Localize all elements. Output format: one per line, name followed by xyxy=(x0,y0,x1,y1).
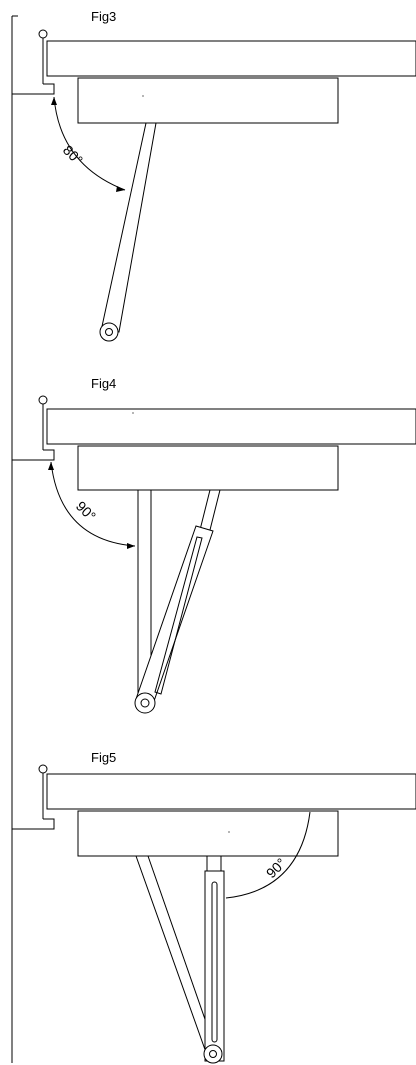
angle-label: 90° xyxy=(73,498,99,524)
door-panel xyxy=(46,40,416,77)
hinge-icon xyxy=(38,29,48,39)
arm-end-knuckle xyxy=(99,322,119,342)
pivot-icon xyxy=(209,1050,217,1058)
slide-slot xyxy=(154,536,203,695)
door-frame-profile xyxy=(12,83,55,95)
figure-3-label: Fig3 xyxy=(91,9,116,24)
figure-4: Fig4 90° xyxy=(12,376,416,714)
angle-arc xyxy=(50,461,136,547)
figure-4-label: Fig4 xyxy=(91,376,116,391)
closer-arm xyxy=(147,855,215,1046)
angle-label: 90° xyxy=(263,855,289,881)
arrowhead-icon xyxy=(48,462,54,470)
pivot-icon xyxy=(140,698,150,708)
figure-3: Fig3 80° xyxy=(12,9,416,342)
door-frame-profile xyxy=(12,449,55,461)
angle-label: 80° xyxy=(60,142,86,168)
connector-line xyxy=(199,489,211,531)
figure-5: Fig5 90° xyxy=(12,750,416,1064)
closer-body xyxy=(77,77,339,124)
slide-slot xyxy=(211,881,218,1043)
arrowhead-icon xyxy=(51,97,57,105)
closer-body xyxy=(77,810,339,857)
door-panel xyxy=(46,408,416,445)
spindle-dot xyxy=(142,95,144,97)
closer-body xyxy=(77,445,339,491)
figure-5-label: Fig5 xyxy=(91,750,116,765)
arrowhead-icon xyxy=(127,543,135,549)
door-frame-profile xyxy=(12,818,55,830)
hinge-icon xyxy=(38,395,48,405)
hinge-icon xyxy=(38,764,48,774)
arrowhead-icon xyxy=(116,186,125,192)
closer-arm xyxy=(135,855,209,1059)
arm-end-knuckle xyxy=(134,692,156,714)
connector-line xyxy=(209,489,221,531)
arm-end-knuckle xyxy=(203,1044,223,1064)
slide-channel xyxy=(204,870,225,1062)
door-panel xyxy=(46,773,416,810)
angle-arc xyxy=(53,96,126,191)
spindle-dot xyxy=(228,831,230,833)
spindle-dot xyxy=(132,412,134,414)
angle-arc xyxy=(225,811,311,899)
closer-arm xyxy=(100,122,157,333)
pivot-icon xyxy=(105,328,113,336)
arm-stub xyxy=(206,855,222,873)
